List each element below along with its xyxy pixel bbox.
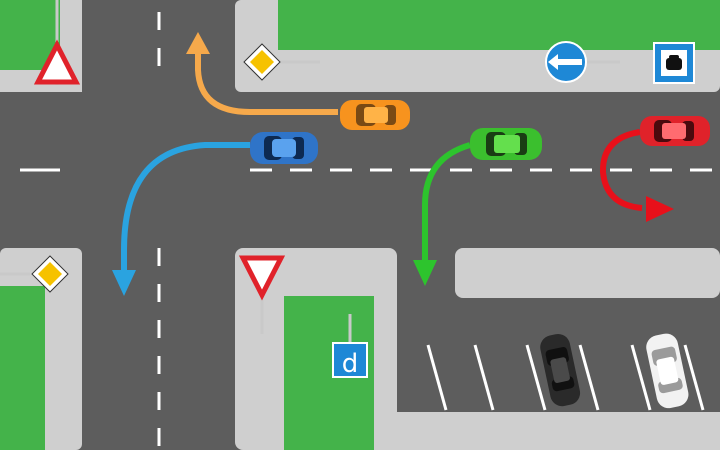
green-car[interactable] — [470, 128, 542, 160]
block-bottom-middle — [235, 248, 397, 450]
priority-road-sign — [243, 43, 320, 81]
orange-route-arrow — [195, 48, 338, 115]
red-route-arrow — [599, 129, 643, 211]
blue-car[interactable] — [250, 132, 318, 164]
green-route-arrow — [422, 142, 471, 262]
block-top-right — [235, 0, 720, 92]
give-way-sign — [33, 0, 81, 85]
blue-route-arrow — [121, 142, 250, 270]
green-arrow-head — [413, 260, 437, 286]
lane-markings — [20, 12, 720, 450]
orange-car[interactable] — [340, 100, 410, 130]
red-arrow-head — [646, 196, 674, 222]
car-icon — [666, 55, 682, 70]
white-parked-car[interactable] — [644, 331, 691, 410]
blue-arrow-head — [112, 270, 136, 296]
give-way-sign-bottom — [238, 255, 286, 334]
block-bottom-left — [0, 248, 82, 450]
orange-arrow-head — [186, 32, 210, 54]
parking-lines — [426, 344, 705, 411]
sidewalk-bottom — [374, 412, 720, 450]
red-car[interactable] — [640, 116, 710, 146]
black-parked-car[interactable] — [538, 332, 582, 409]
parking-sign-letter: d — [342, 349, 359, 379]
priority-road-sign-left — [0, 255, 69, 293]
parking-sign: d — [332, 314, 368, 379]
car-service-sign — [653, 42, 695, 84]
one-way-left-sign — [545, 41, 620, 83]
traffic-island — [455, 248, 720, 298]
left-arrow-icon — [548, 54, 582, 70]
